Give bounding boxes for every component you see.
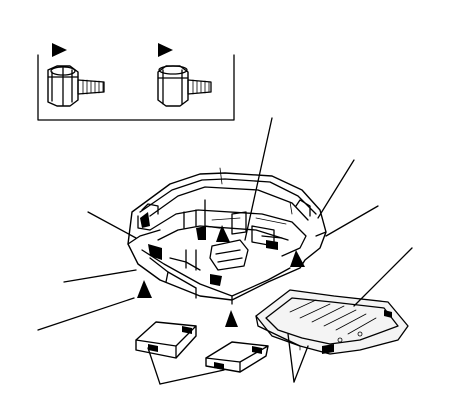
fastener-location-marker — [290, 250, 305, 267]
map-light-lens — [255, 289, 409, 355]
fastener-location-marker — [225, 310, 238, 327]
shadow-block — [148, 244, 162, 260]
leader-line — [353, 247, 413, 307]
shadow-block — [210, 274, 222, 286]
leader-line — [147, 347, 161, 385]
fastener-locations — [137, 225, 305, 327]
fastener-location-marker — [216, 225, 230, 242]
flange-bolt-icon — [47, 65, 105, 107]
fastener-marker-triangle — [52, 43, 67, 57]
fastener-marker-triangle — [158, 43, 173, 57]
flange-bolt-icon — [157, 65, 212, 107]
leader-line — [293, 345, 309, 383]
leader-line — [325, 205, 379, 237]
shadow-block — [196, 226, 206, 240]
shadow-block — [140, 212, 150, 228]
fastener-legend — [37, 43, 235, 121]
leader-line — [87, 211, 137, 239]
small-cover-right — [205, 341, 269, 373]
leader-line — [317, 159, 355, 219]
small-cover-left — [135, 321, 197, 359]
leader-line — [287, 333, 295, 383]
leader-line — [63, 269, 137, 283]
leader-lines — [37, 117, 413, 385]
leader-line — [244, 117, 273, 241]
fastener-location-marker — [137, 280, 152, 298]
leader-line — [159, 369, 225, 385]
leader-line — [37, 297, 135, 331]
legend-box-frame — [37, 54, 235, 121]
shadow-block — [266, 240, 278, 250]
